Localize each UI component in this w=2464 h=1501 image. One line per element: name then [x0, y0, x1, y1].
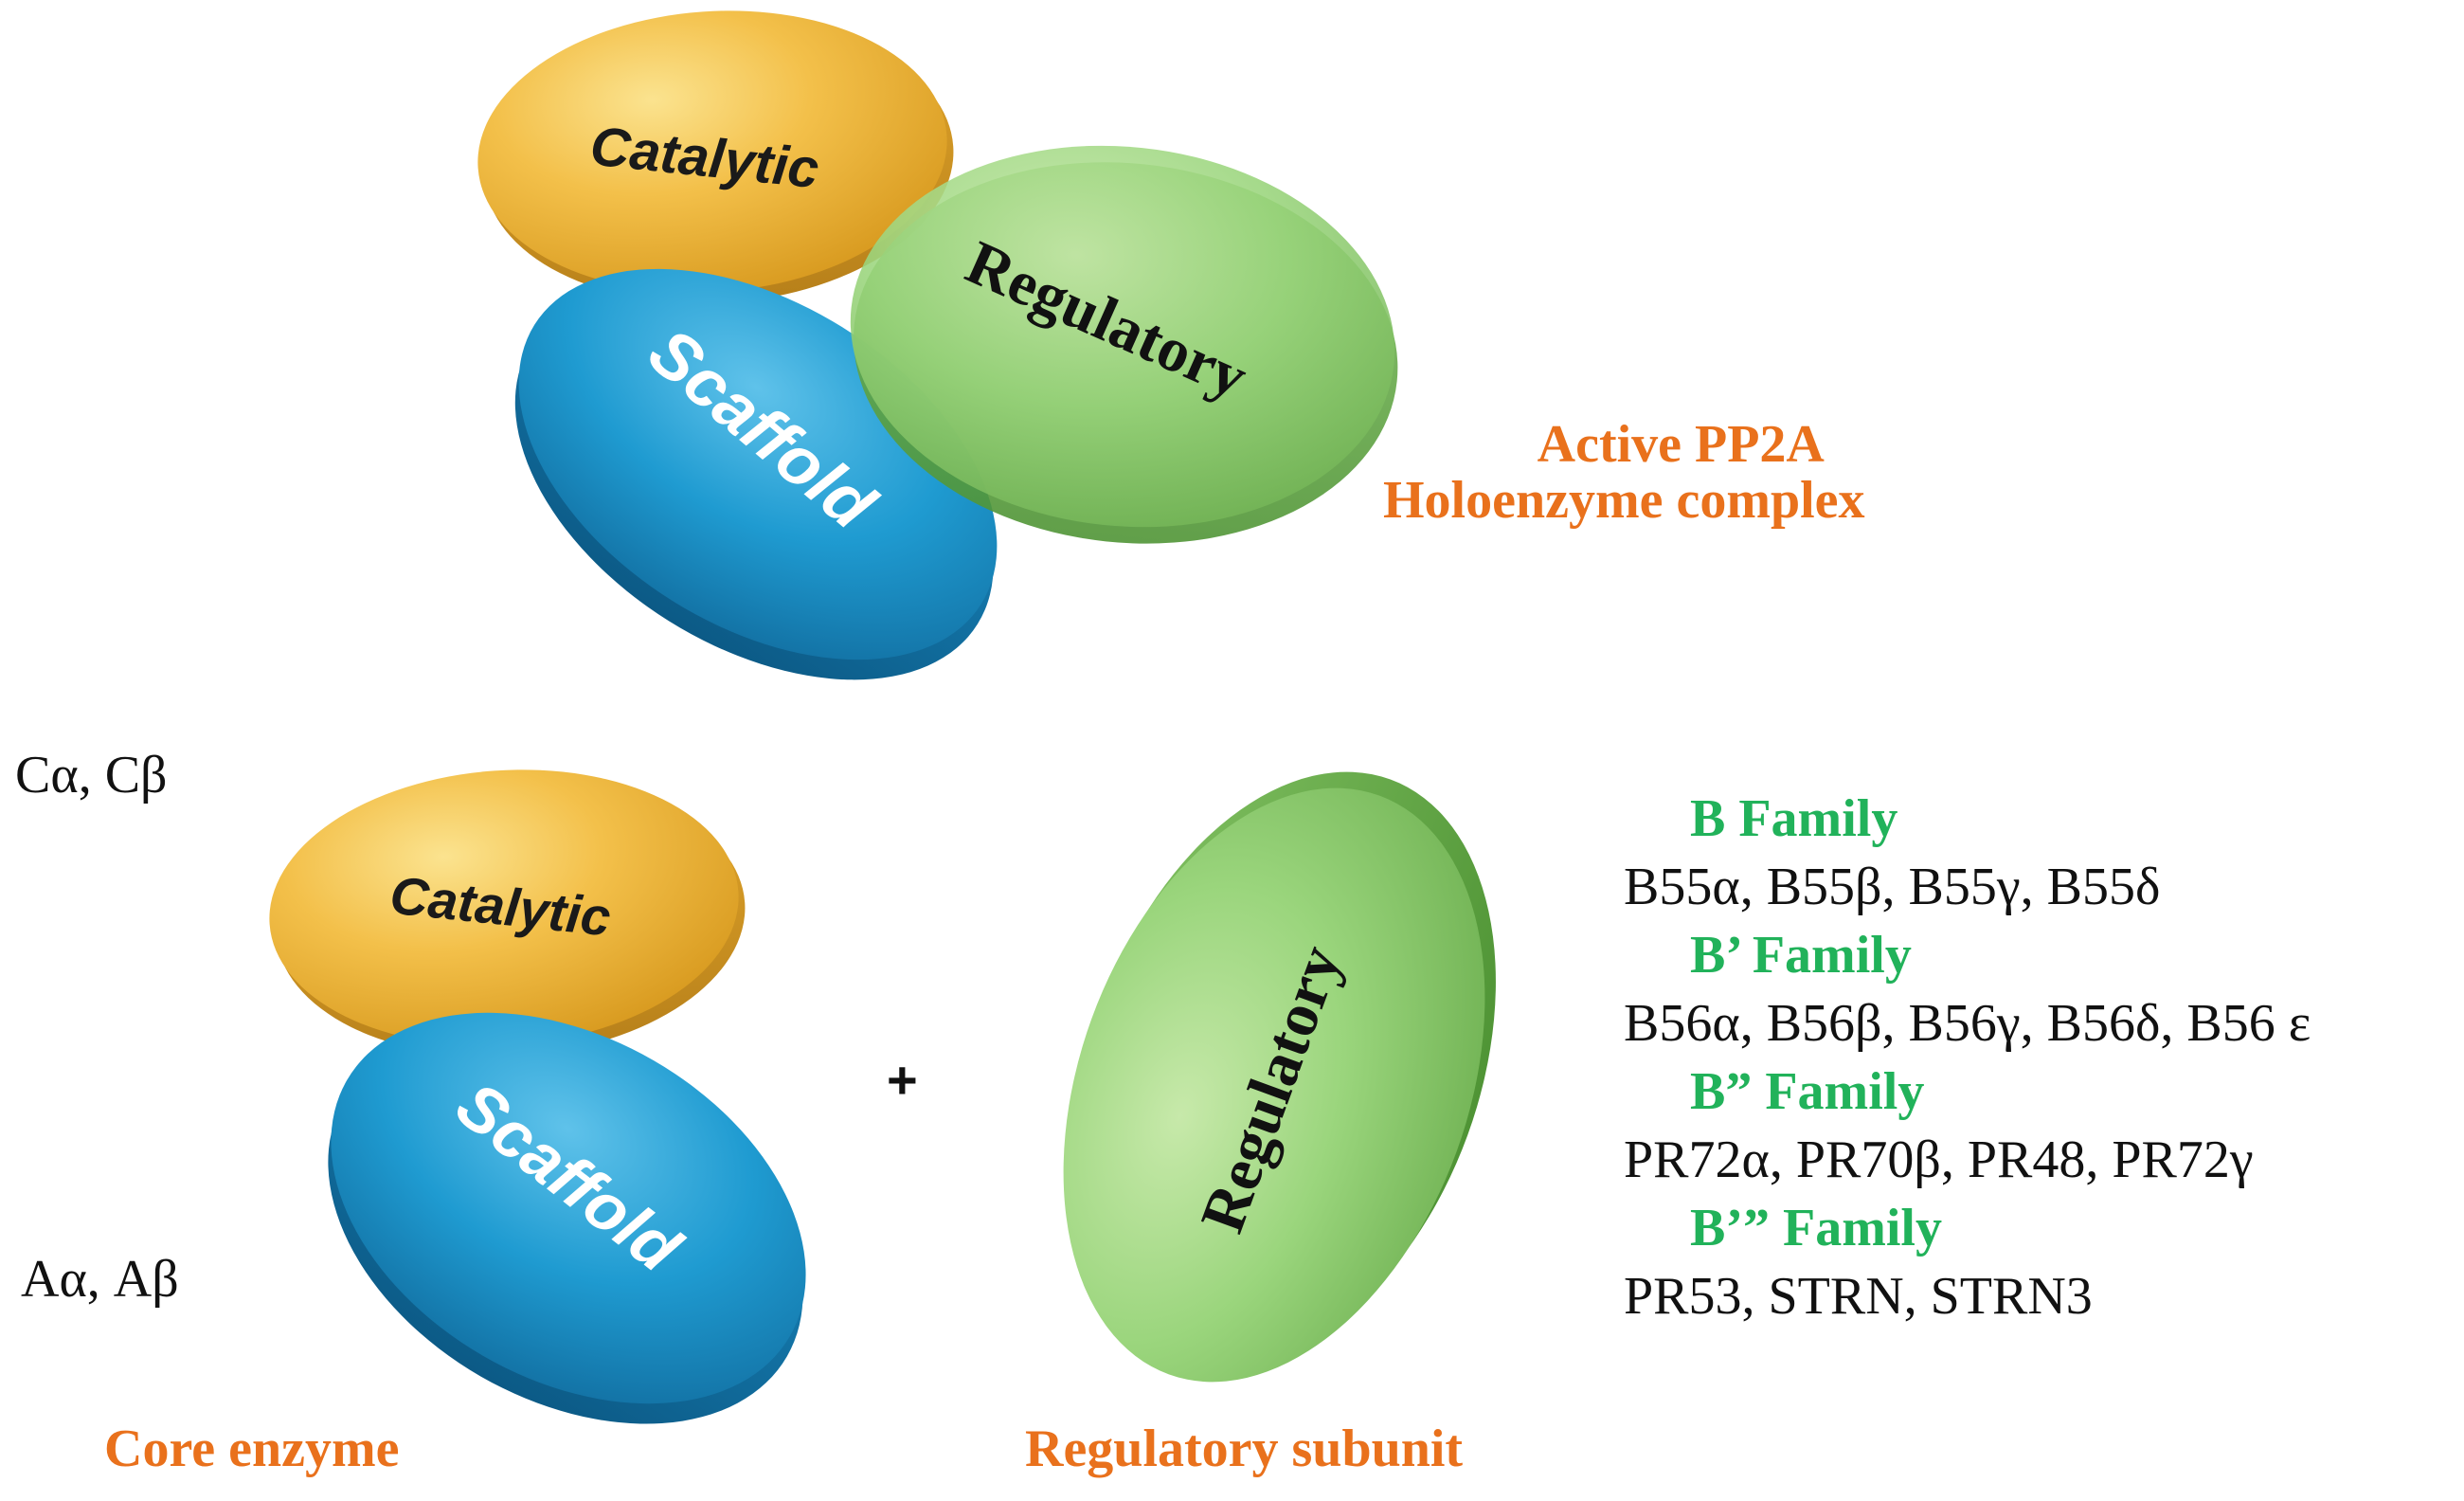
holoenzyme-caption: Active PP2A Holoenzyme complex — [1383, 417, 1865, 529]
scaffold-isoforms: Aα, Aβ — [21, 1250, 179, 1309]
family-members: PR53, STRN, STRN3 — [1624, 1267, 2093, 1326]
family-b-double-prime: B” Family PR72α, PR70β, PR48, PR72γ — [1624, 1058, 2457, 1194]
regulatory-subunit-caption: Regulatory subunit — [1025, 1420, 1464, 1478]
family-b: B Family B55α, B55β, B55γ, B55δ — [1624, 785, 2457, 921]
holoenzyme-complex: Catalytic Scaffold Regulatory — [477, 10, 1398, 680]
family-name: B’ Family — [1690, 926, 1912, 985]
catalytic-disc-core: Catalytic — [269, 769, 746, 1058]
family-b-prime: B’ Family B56α, B56β, B56γ, B56δ, B56 ε — [1624, 921, 2457, 1058]
regulatory-family-list: B Family B55α, B55β, B55γ, B55δ B’ Famil… — [1624, 785, 2457, 1330]
catalytic-disc-top: Catalytic — [477, 10, 954, 304]
family-members: B56α, B56β, B56γ, B56δ, B56 ε — [1624, 994, 2311, 1053]
holoenzyme-caption-line2: Holoenzyme complex — [1383, 470, 1865, 530]
family-b-triple-prime: B’” Family PR53, STRN, STRN3 — [1624, 1194, 2457, 1330]
family-name: B Family — [1690, 789, 1898, 848]
family-members: B55α, B55β, B55γ, B55δ — [1624, 858, 2161, 916]
regulatory-subunit-disc: Regulatory — [1063, 771, 1496, 1383]
family-name: B” Family — [1690, 1062, 1925, 1121]
core-enzyme-caption: Core enzyme — [104, 1420, 400, 1478]
core-enzyme: Catalytic Scaffold — [269, 769, 806, 1424]
holoenzyme-caption-line1: Active PP2A — [1537, 415, 1825, 474]
catalytic-isoforms: Cα, Cβ — [15, 746, 168, 805]
scaffold-disc-core: Scaffold — [328, 1012, 806, 1424]
regulatory-disc-top: Regulatory — [850, 145, 1398, 544]
plus-sign: + — [887, 1050, 918, 1110]
family-name: B’” Family — [1690, 1199, 1942, 1257]
family-members: PR72α, PR70β, PR48, PR72γ — [1624, 1130, 2254, 1189]
